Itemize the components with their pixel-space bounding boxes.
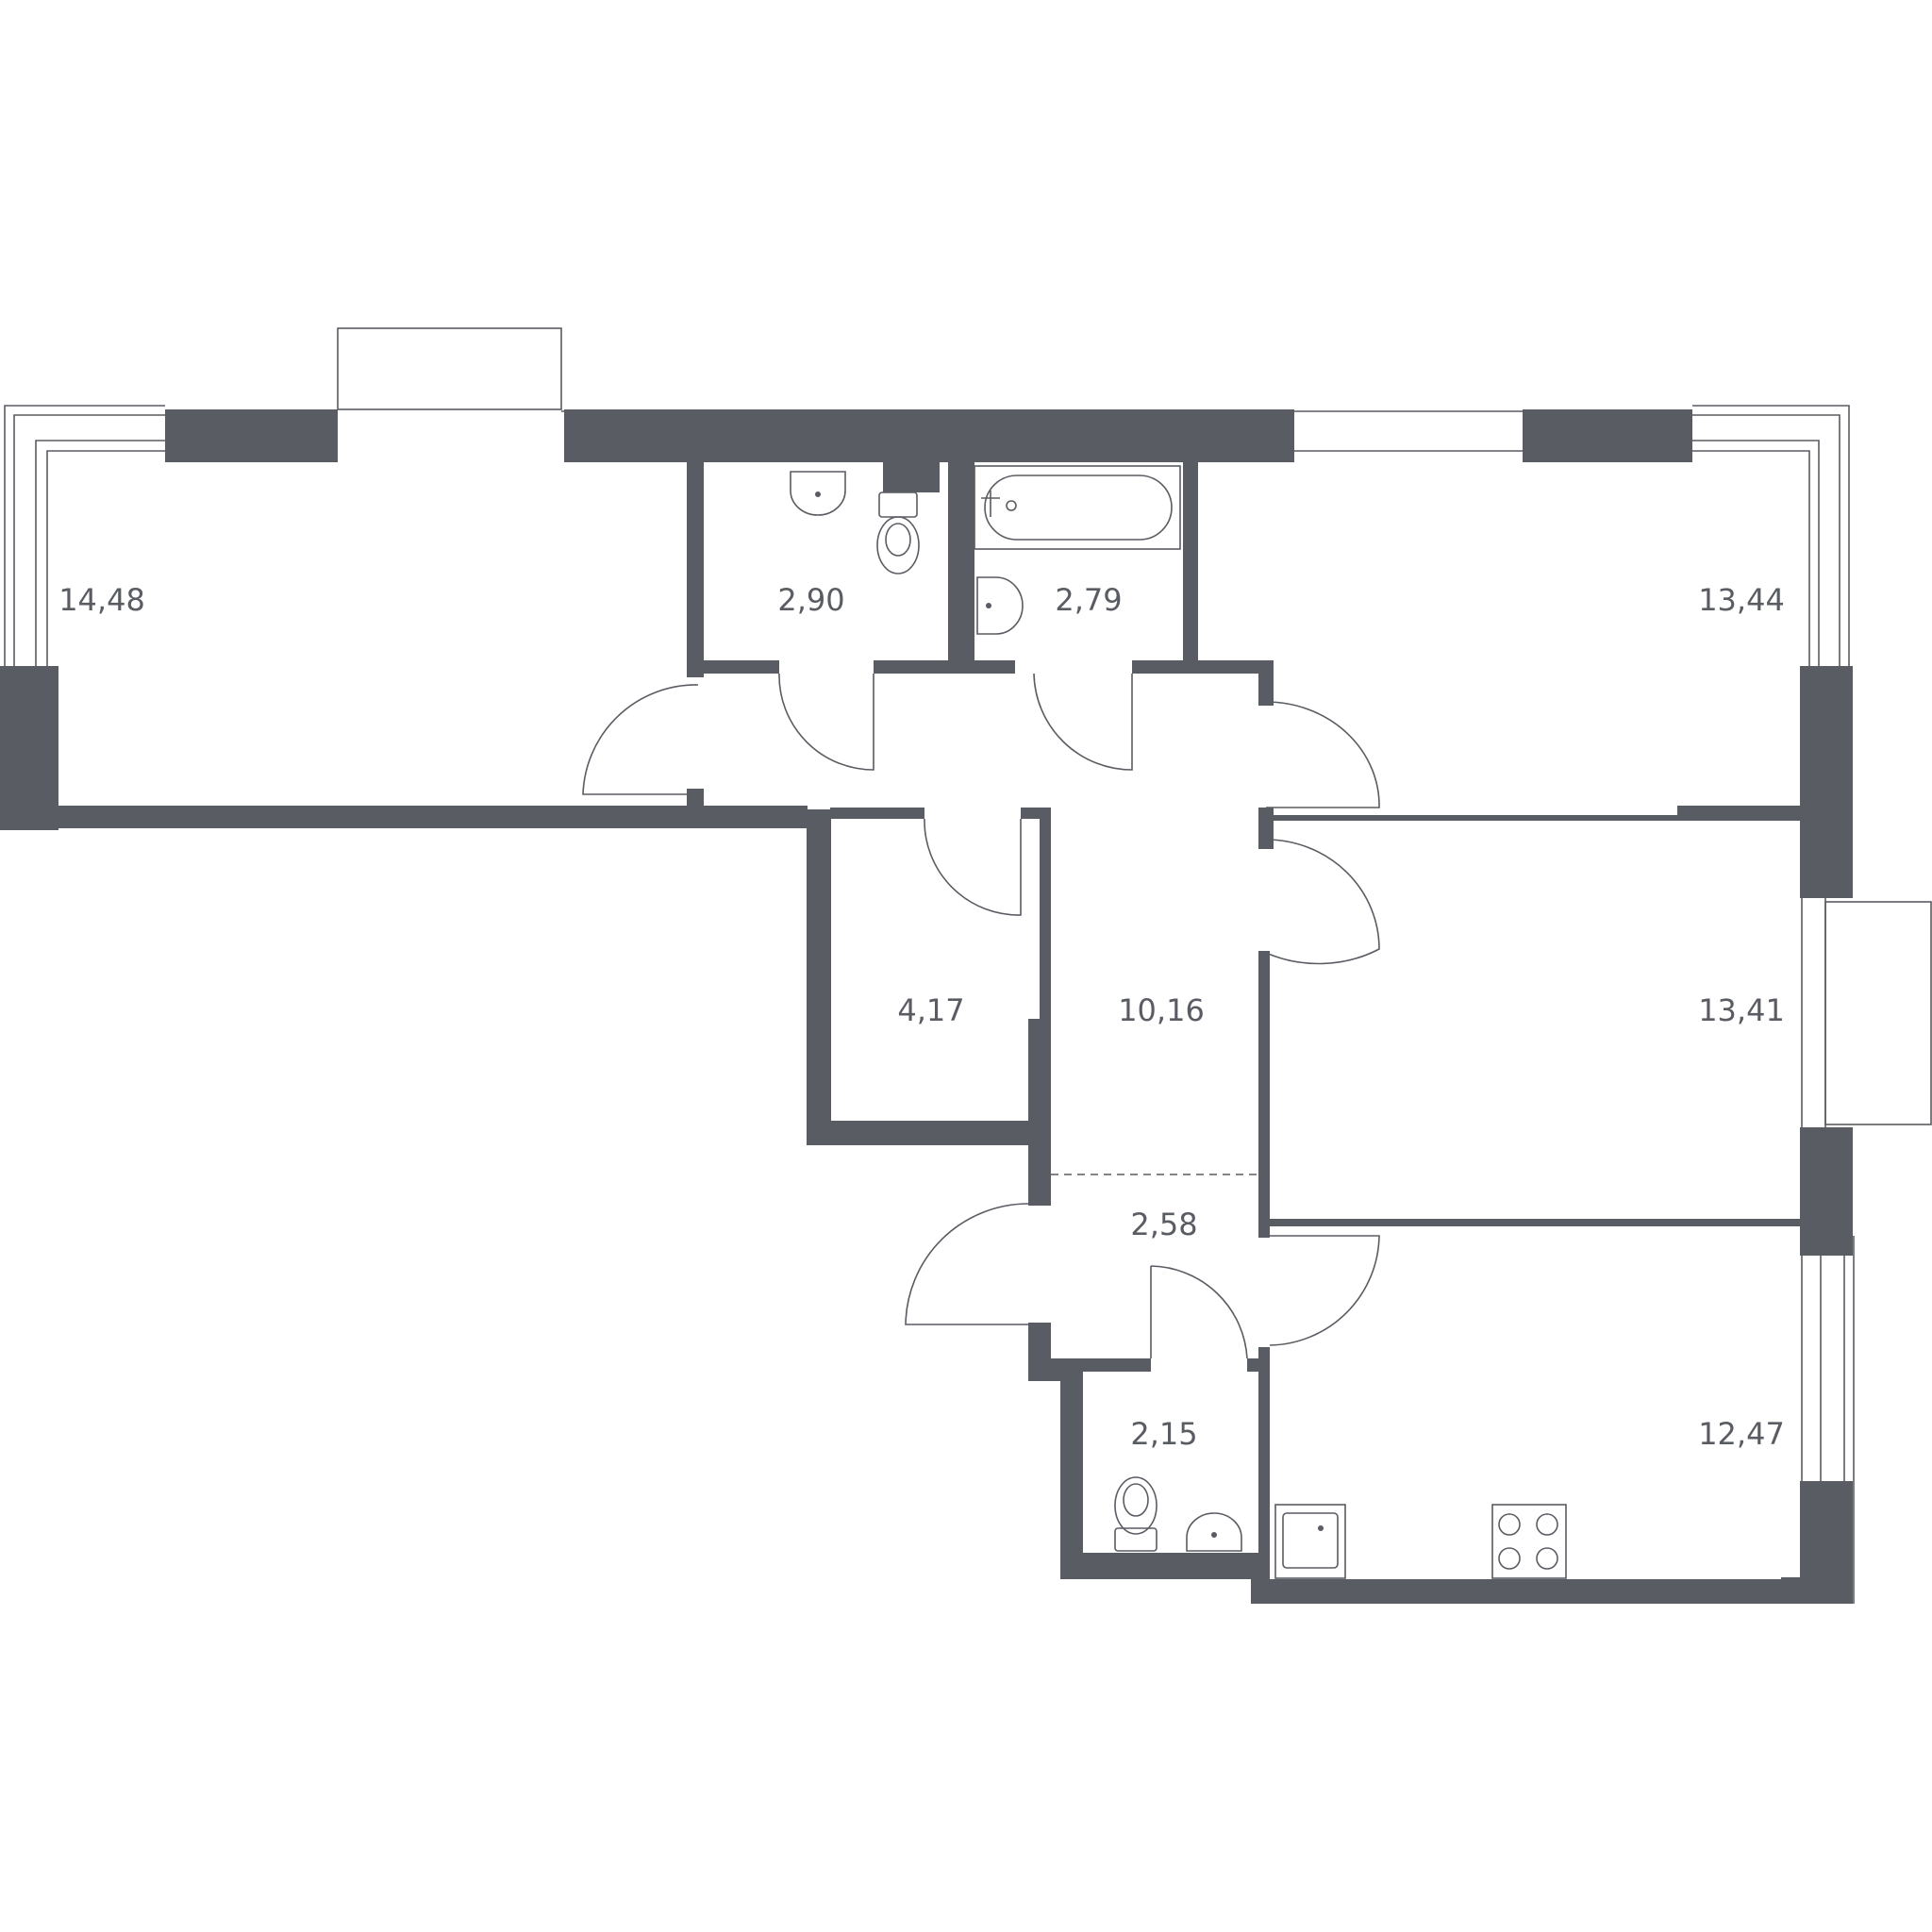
sink-icon [790, 471, 846, 516]
area-label-toilet-north: 2,90 [777, 582, 844, 618]
area-label-entrance: 2,58 [1130, 1207, 1197, 1242]
bathtub-icon [974, 465, 1181, 550]
door-bedroom-west [582, 684, 699, 795]
door-bedroom-east [1265, 839, 1380, 965]
area-label-storage: 4,17 [897, 992, 964, 1028]
walls [0, 409, 1853, 1604]
sink-icon [1186, 1512, 1242, 1552]
area-label-bathroom-north: 2,79 [1055, 582, 1122, 618]
door-bedroom-northeast [1265, 701, 1380, 808]
room-labels: 14,48 2,90 2,79 13,44 4,17 10,16 13,41 2… [58, 582, 1785, 1452]
sink-icon [976, 576, 1024, 635]
door-bathroom [1033, 673, 1133, 771]
area-label-bedroom-west: 14,48 [58, 582, 145, 618]
door-storage [924, 818, 1022, 916]
fixtures [790, 465, 1567, 1579]
kitchen-sink-icon [1274, 1504, 1346, 1579]
door-toilet-north [778, 673, 874, 771]
door-toilet-south [1150, 1265, 1248, 1359]
area-label-kitchen: 12,47 [1698, 1416, 1785, 1452]
area-label-toilet-south: 2,15 [1130, 1416, 1197, 1452]
area-label-bedroom-east: 13,41 [1698, 992, 1785, 1028]
stove-icon [1491, 1504, 1567, 1579]
toilet-icon [1114, 1476, 1158, 1552]
doors [582, 673, 1380, 1359]
door-entrance [905, 1203, 1029, 1325]
area-label-bedroom-northeast: 13,44 [1698, 582, 1785, 618]
toilet-icon [876, 491, 920, 575]
door-kitchen [1269, 1235, 1380, 1346]
area-label-hallway: 10,16 [1118, 992, 1205, 1028]
